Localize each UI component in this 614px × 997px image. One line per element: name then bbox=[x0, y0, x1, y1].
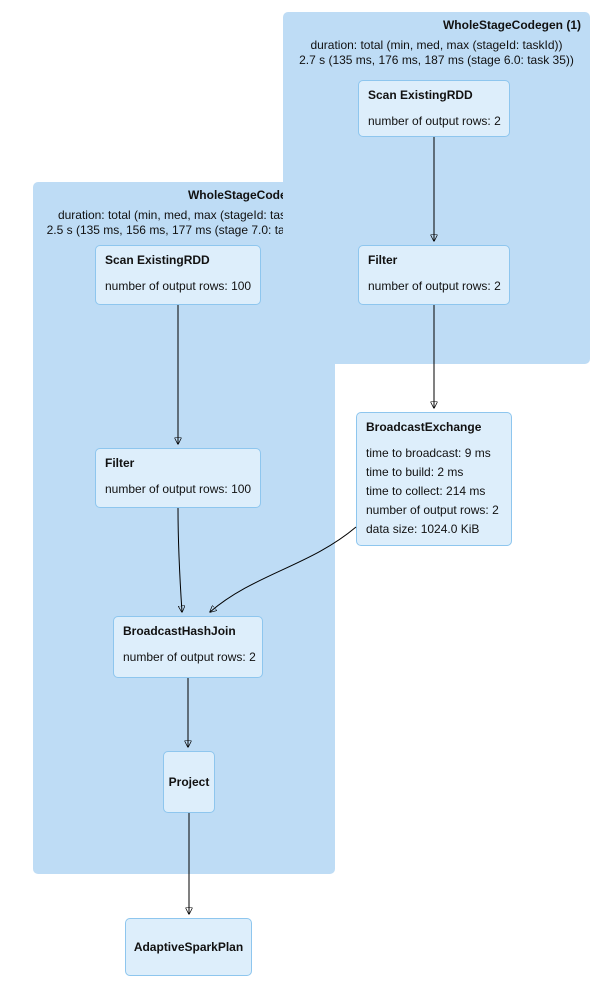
cluster-duration-wholestagecodegen-2: duration: total (min, med, max (stageId:… bbox=[0, 208, 484, 238]
plan-node-metric: number of output rows: 2 bbox=[123, 650, 256, 664]
plan-node-title: Scan ExistingRDD bbox=[368, 88, 473, 102]
node-broadcast-exchange[interactable]: BroadcastExchange time to broadcast: 9 m… bbox=[356, 412, 512, 546]
node-scan-existingrdd-1[interactable]: Scan ExistingRDD number of output rows: … bbox=[358, 80, 510, 137]
plan-node-title: Filter bbox=[368, 253, 398, 267]
cluster-wholestagecodegen-1: WholeStageCodegen (1) duration: total (m… bbox=[283, 12, 590, 364]
plan-node-title: BroadcastExchange bbox=[366, 420, 482, 434]
plan-node-metric: number of output rows: 100 bbox=[105, 279, 252, 293]
plan-node-metric: number of output rows: 2 bbox=[368, 279, 501, 293]
plan-node-metric: data size: 1024.0 KiB bbox=[366, 522, 480, 536]
cluster-duration-wholestagecodegen-1: duration: total (min, med, max (stageId:… bbox=[137, 38, 614, 68]
plan-node-metric: time to collect: 214 ms bbox=[366, 484, 486, 498]
plan-node-title: AdaptiveSparkPlan bbox=[133, 939, 244, 954]
plan-node-metric: time to broadcast: 9 ms bbox=[366, 446, 491, 460]
plan-node-metric: number of output rows: 2 bbox=[366, 503, 499, 517]
node-broadcast-hash-join[interactable]: BroadcastHashJoin number of output rows:… bbox=[113, 616, 263, 678]
node-adaptive-spark-plan[interactable]: AdaptiveSparkPlan bbox=[125, 918, 252, 976]
plan-node-metric: time to build: 2 ms bbox=[366, 465, 464, 479]
duration-line-1: duration: total (min, med, max (stageId:… bbox=[310, 38, 563, 52]
plan-node-title: Filter bbox=[105, 456, 135, 470]
duration-line-2: 2.7 s (135 ms, 176 ms, 187 ms (stage 6.0… bbox=[299, 53, 574, 67]
plan-node-title: Project bbox=[168, 774, 210, 789]
node-scan-existingrdd-2[interactable]: Scan ExistingRDD number of output rows: … bbox=[95, 245, 261, 305]
node-filter-1[interactable]: Filter number of output rows: 2 bbox=[358, 245, 510, 305]
plan-node-title: Scan ExistingRDD bbox=[105, 253, 210, 267]
plan-node-title: BroadcastHashJoin bbox=[123, 624, 236, 638]
duration-line-1: duration: total (min, med, max (stageId:… bbox=[57, 208, 311, 222]
plan-node-metric: number of output rows: 2 bbox=[368, 114, 501, 128]
plan-node-metric: number of output rows: 100 bbox=[105, 482, 252, 496]
node-project[interactable]: Project bbox=[163, 751, 215, 813]
duration-line-2: 2.5 s (135 ms, 156 ms, 177 ms (stage 7.0… bbox=[46, 223, 322, 237]
cluster-title-wholestagecodegen-1: WholeStageCodegen (1) bbox=[442, 18, 581, 32]
node-filter-2[interactable]: Filter number of output rows: 100 bbox=[95, 448, 261, 508]
